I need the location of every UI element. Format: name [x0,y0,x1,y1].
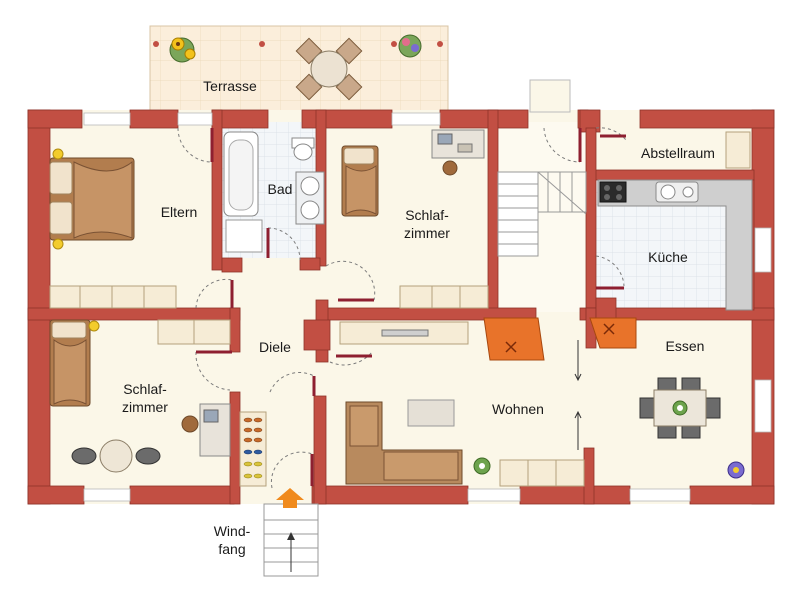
lamp-icon [52,238,64,250]
bedroom2-round-table-icon [71,439,161,473]
room-label-bad: Bad [267,181,293,197]
room-label-schlafzimmer-2: Schlaf- zimmer [122,381,168,415]
double-sink-icon [295,171,325,225]
windows [83,112,772,502]
sliding-partition [574,340,582,450]
bedroom1-wardrobe [399,285,489,309]
flower-plant-icon [398,34,422,58]
back-entry-step [529,79,571,113]
sofa-icon [345,401,463,485]
sunflower-plant-icon [169,37,196,63]
bedroom2-bed-icon [49,319,91,407]
tv-icon [381,329,429,337]
terrace-post-markers [153,41,443,47]
door-leaves [196,128,626,486]
bedroom2-wardrobe [157,319,231,345]
coffee-table [407,399,455,427]
bathtub-icon [223,131,259,217]
bedroom2-desk-icon [181,403,231,457]
kitchen-counter [597,179,753,311]
room-label-abstellraum: Abstellraum [641,145,715,161]
parents-wardrobe [49,285,177,309]
room-label-diele: Diele [259,339,291,355]
fireplace-icon [483,317,545,361]
toilet-icon [291,137,315,161]
room-label-essen: Essen [665,338,705,354]
entrance-arrow-icon [276,488,304,508]
dining-fireplace-icon [589,317,637,349]
bedroom1-desk-icon [431,129,485,176]
room-label-terrasse: Terrasse [203,78,257,94]
lamp-icon [88,320,100,332]
dining-table-icon [639,377,721,439]
living-low-cabinet [499,459,585,487]
bedroom1-bed-icon [341,145,379,217]
room-label-windfang: Wind- fang [213,523,251,557]
lamp-icon [52,148,64,160]
plant-icon [473,457,491,475]
main-staircase [497,171,587,257]
parents-bed-icon [49,157,135,241]
plant-icon [727,461,745,479]
room-label-eltern: Eltern [160,204,198,220]
entrance-stairs [263,503,319,577]
storage-shelf [725,131,751,169]
room-label-wohnen: Wohnen [492,401,544,417]
walls [27,109,775,505]
door-swings [177,127,627,489]
room-label-schlafzimmer-1: Schlaf- zimmer [404,207,450,241]
shoe-rack [239,411,267,487]
shower-tray [225,219,263,253]
room-label-kueche: Küche [648,249,688,265]
terrace-table-icon [295,37,363,101]
terrace-area [149,25,449,115]
